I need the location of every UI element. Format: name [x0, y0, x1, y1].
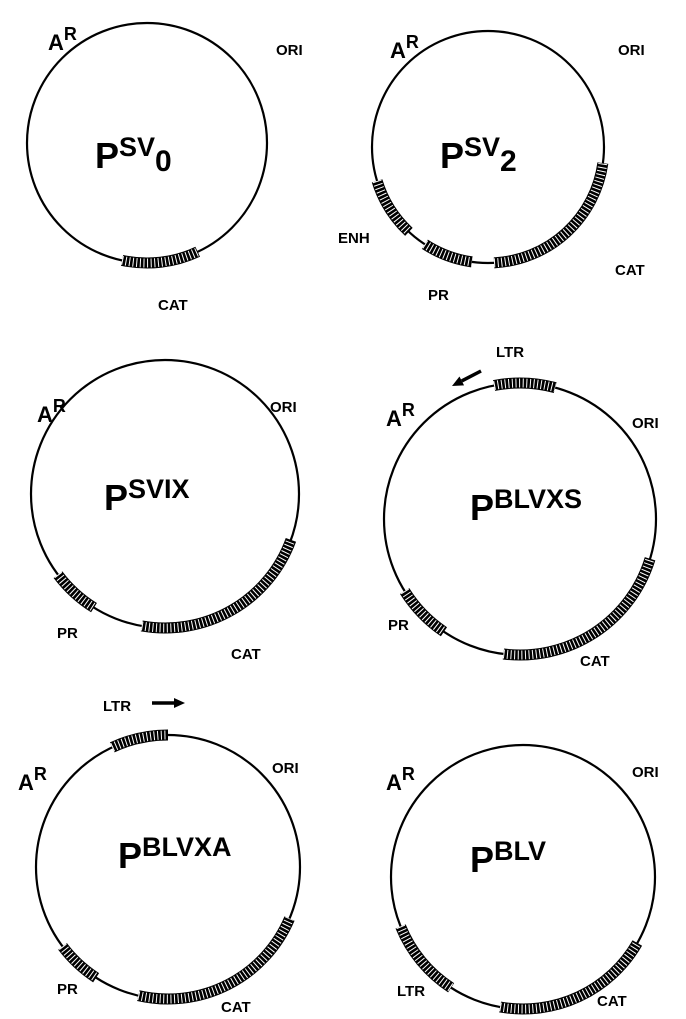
- plasmid-name-base: SV: [464, 132, 500, 162]
- ltr-segment-hatch: [493, 378, 557, 392]
- pr-segment: [53, 571, 98, 613]
- ar-marker: AR: [386, 764, 415, 795]
- plasmid-svix: PR CAT AR ORI PSVIX: [29, 358, 301, 663]
- plasmid-name-base: BLVXS: [494, 484, 582, 514]
- ori-marker: ORI: [618, 42, 645, 59]
- pr-label: PR: [428, 287, 449, 304]
- ar-marker-sup: R: [402, 764, 415, 784]
- plasmid-name: PBLVXS: [470, 484, 582, 528]
- ltr-segment: [493, 377, 557, 393]
- plasmid-blvxs: LTR PR CAT AR ORI PBLVXS: [382, 344, 659, 670]
- plasmid-blv: LTR CAT AR ORI PBLV: [386, 743, 659, 1015]
- pr-segment-hatch: [422, 240, 473, 267]
- plasmid-name: PSVIX: [104, 474, 190, 518]
- ori-marker: ORI: [632, 415, 659, 432]
- cat-label: CAT: [615, 262, 645, 279]
- ar-marker: AR: [48, 24, 77, 55]
- ar-marker: AR: [386, 400, 415, 431]
- cat-segment: [137, 916, 295, 1005]
- enh-segment: [371, 179, 413, 236]
- ori-marker: ORI: [270, 399, 297, 416]
- plasmid-name-sub: 0: [155, 145, 172, 178]
- ltr-label: LTR: [496, 344, 524, 361]
- ar-marker-sup: R: [64, 24, 77, 44]
- plasmid-circle: [370, 29, 606, 265]
- plasmid-name-sub: 2: [500, 145, 517, 178]
- ar-marker: AR: [18, 764, 47, 795]
- plasmid-name: PSV0: [95, 132, 172, 178]
- pr-segment: [58, 943, 100, 983]
- ar-marker-sup: R: [34, 764, 47, 784]
- enh-label: ENH: [338, 230, 370, 247]
- cat-segment-hatch: [499, 940, 642, 1014]
- pr-label: PR: [388, 617, 409, 634]
- ar-marker-sup: R: [53, 396, 66, 416]
- ltr-label: LTR: [103, 698, 131, 715]
- cat-label: CAT: [580, 653, 610, 670]
- plasmid-name-base: SVIX: [128, 474, 190, 504]
- plasmid-name-base: SV: [119, 132, 155, 162]
- cat-label: CAT: [221, 999, 251, 1016]
- plasmid-blvxa: LTR PR CAT AR ORI PBLVXA: [18, 698, 302, 1016]
- pr-label: PR: [57, 981, 78, 998]
- orientation-arrow-icon: [174, 698, 185, 708]
- ltr-label: LTR: [397, 983, 425, 1000]
- ar-marker: AR: [37, 396, 66, 427]
- pr-segment: [400, 588, 448, 637]
- orientation-arrow-shaft: [460, 369, 482, 383]
- plasmid-name-base: BLVXA: [142, 832, 232, 862]
- cat-segment-hatch: [121, 247, 200, 268]
- ori-marker: ORI: [276, 42, 303, 59]
- ar-marker-sup: R: [402, 400, 415, 420]
- plasmid-name-base: BLV: [494, 836, 546, 866]
- plasmid-name: PBLV: [470, 836, 546, 880]
- ltr-segment-hatch: [396, 924, 454, 992]
- cat-label: CAT: [231, 646, 261, 663]
- cat-label: CAT: [597, 993, 627, 1010]
- plasmid-name: PSV2: [440, 132, 517, 178]
- ori-marker: ORI: [272, 760, 299, 777]
- ar-marker-sup: R: [406, 32, 419, 52]
- enh-segment-hatch: [372, 179, 413, 236]
- orientation-arrow-icon: [452, 376, 465, 386]
- cat-segment-hatch: [493, 162, 608, 268]
- pr-label: PR: [57, 625, 78, 642]
- plasmid-sv0: CAT AR ORI PSV0: [25, 21, 303, 314]
- ori-marker: ORI: [632, 764, 659, 781]
- cat-segment: [140, 537, 297, 634]
- cat-segment-hatch: [502, 557, 655, 660]
- cat-segment: [493, 162, 609, 269]
- cat-label: CAT: [158, 297, 188, 314]
- plasmid-name: PBLVXA: [118, 832, 232, 876]
- ltr-segment-hatch: [110, 730, 169, 752]
